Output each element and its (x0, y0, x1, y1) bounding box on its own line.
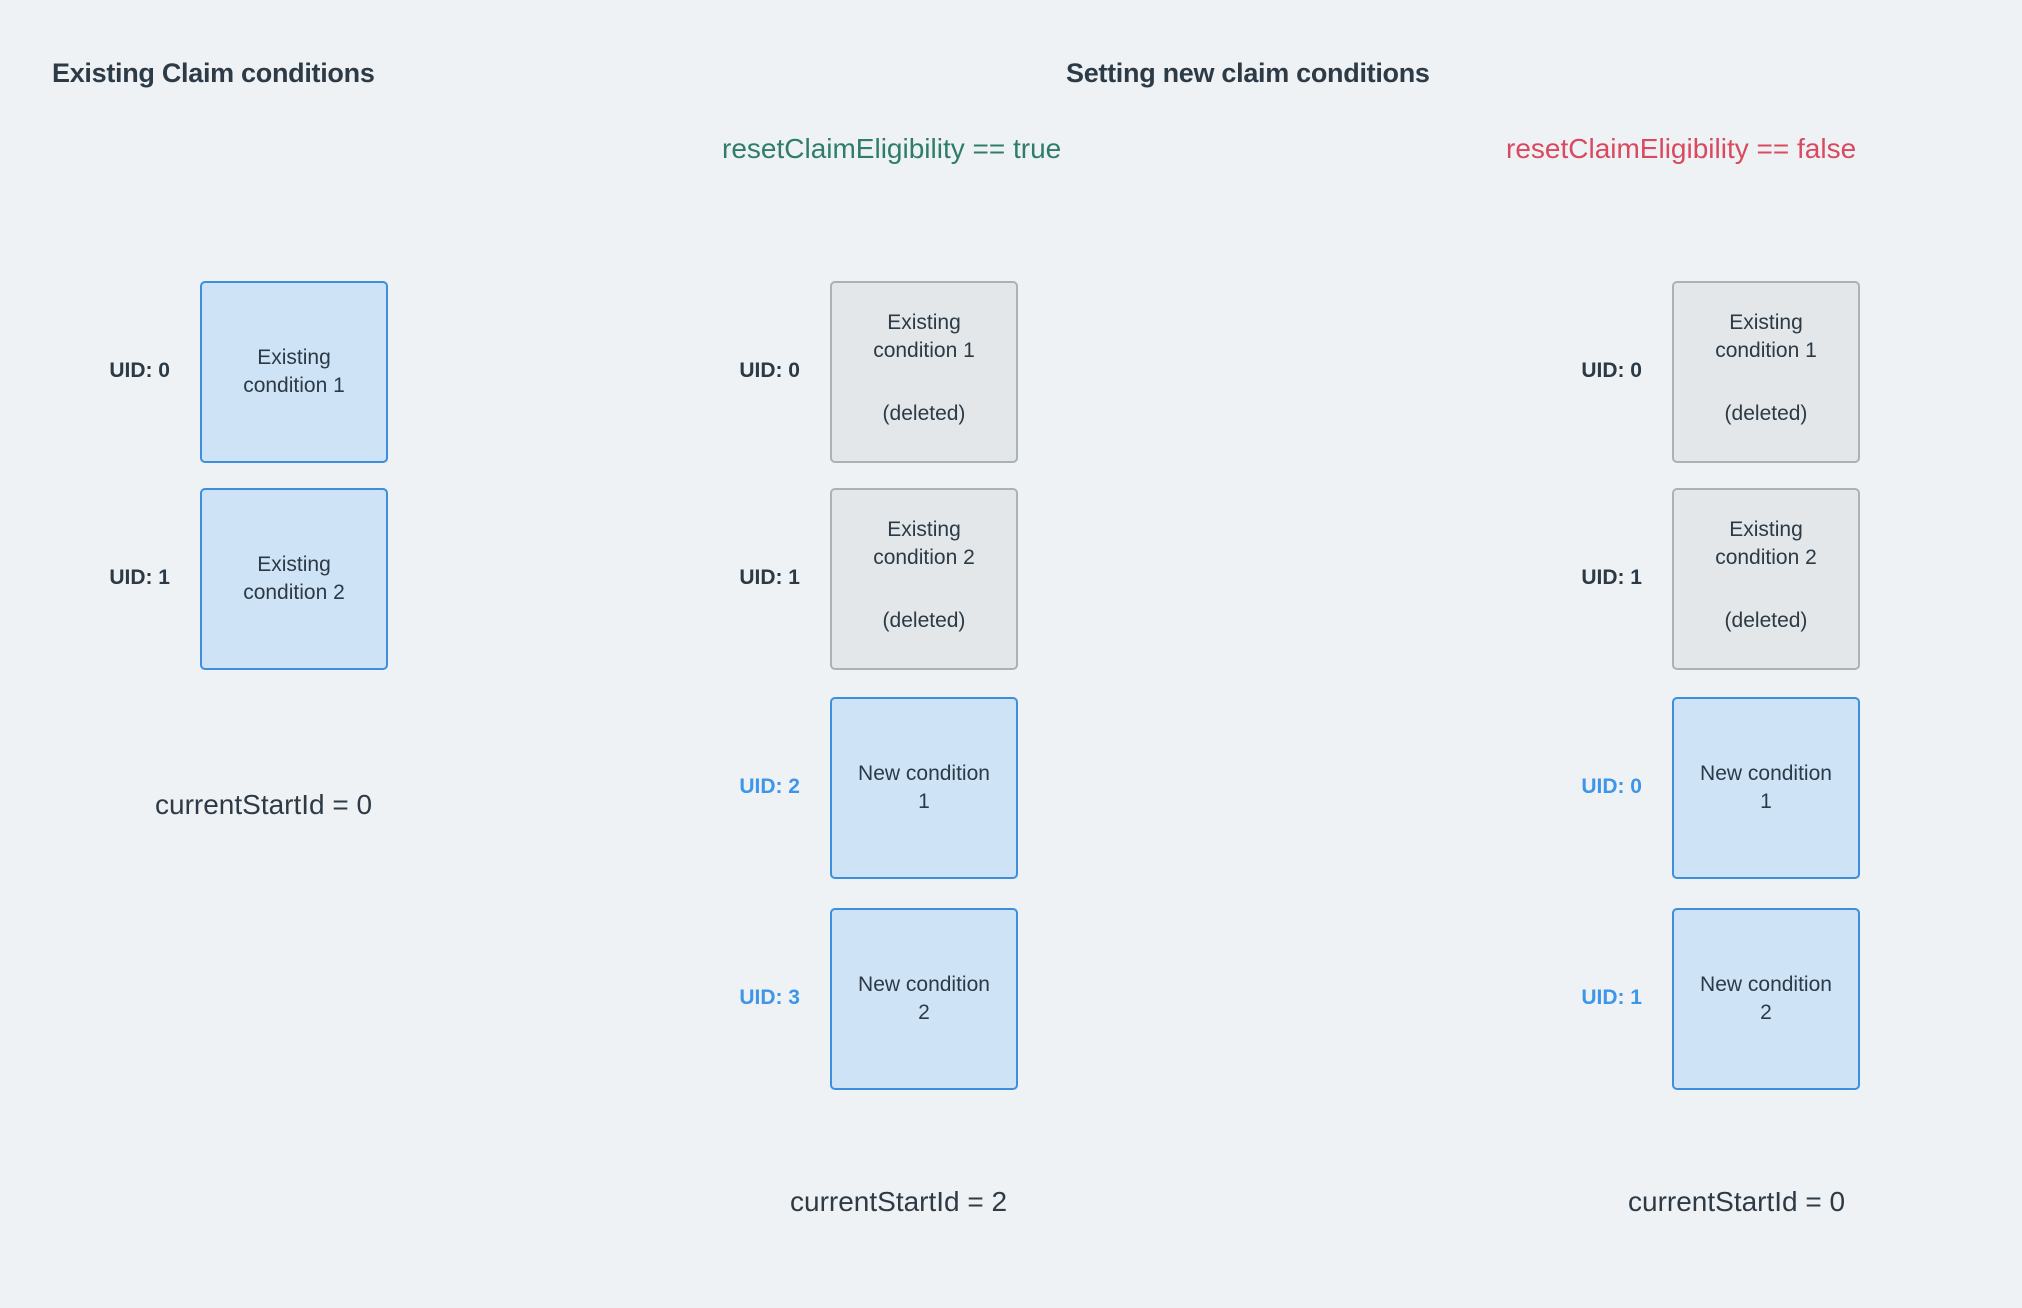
condition-box: Existing condition 2 (deleted) (830, 488, 1018, 670)
current-start-id-label: currentStartId = 0 (1628, 1186, 1846, 1217)
uid-label: UID: 0 (1581, 775, 1642, 798)
uid-label: UID: 1 (739, 566, 800, 589)
uid-label: UID: 0 (109, 359, 170, 382)
condition-box-deleted-note: (deleted) (1724, 608, 1808, 632)
condition-box-deleted-note: (deleted) (882, 401, 966, 425)
condition-box: Existing condition 1 (deleted) (1672, 281, 1860, 463)
condition-box-label: Existing condition 1 (873, 311, 975, 363)
condition-box-deleted-note: (deleted) (882, 608, 966, 632)
expression-reset-eligibility-true: resetClaimEligibility == true (722, 133, 1062, 164)
page-title-setting-new-claim-conditions: Setting new claim conditions (1066, 58, 1430, 88)
condition-box-label: Existing condition 2 (873, 518, 975, 570)
uid-label: UID: 3 (739, 986, 800, 1009)
condition-box-label: Existing condition 2 (1715, 518, 1817, 570)
uid-label: UID: 0 (1581, 359, 1642, 382)
condition-box: New condition 1 (1672, 697, 1860, 879)
expression-reset-eligibility-false: resetClaimEligibility == false (1506, 133, 1857, 164)
condition-box-label: New condition 1 (858, 761, 990, 813)
uid-label: UID: 1 (109, 566, 170, 589)
condition-box: New condition 2 (830, 908, 1018, 1090)
condition-box: Existing condition 2 (200, 488, 388, 670)
uid-label: UID: 2 (739, 775, 800, 798)
current-start-id-label: currentStartId = 0 (155, 789, 373, 820)
condition-box-deleted-note: (deleted) (1724, 401, 1808, 425)
condition-box: Existing condition 1 (200, 281, 388, 463)
condition-box: New condition 1 (830, 697, 1018, 879)
condition-box-label: New condition 2 (858, 972, 990, 1024)
condition-box: Existing condition 2 (deleted) (1672, 488, 1860, 670)
condition-box: Existing condition 1 (deleted) (830, 281, 1018, 463)
uid-label: UID: 1 (1581, 986, 1642, 1009)
condition-box-label: New condition 2 (1700, 972, 1832, 1024)
uid-label: UID: 1 (1581, 566, 1642, 589)
condition-box-label: New condition 1 (1700, 761, 1832, 813)
uid-label: UID: 0 (739, 359, 800, 382)
current-start-id-label: currentStartId = 2 (790, 1186, 1008, 1217)
condition-box-label: Existing condition 1 (243, 345, 345, 397)
page-title-existing-claim-conditions: Existing Claim conditions (52, 58, 375, 88)
condition-box-label: Existing condition 1 (1715, 311, 1817, 363)
condition-box-label: Existing condition 2 (243, 552, 345, 604)
condition-box: New condition 2 (1672, 908, 1860, 1090)
